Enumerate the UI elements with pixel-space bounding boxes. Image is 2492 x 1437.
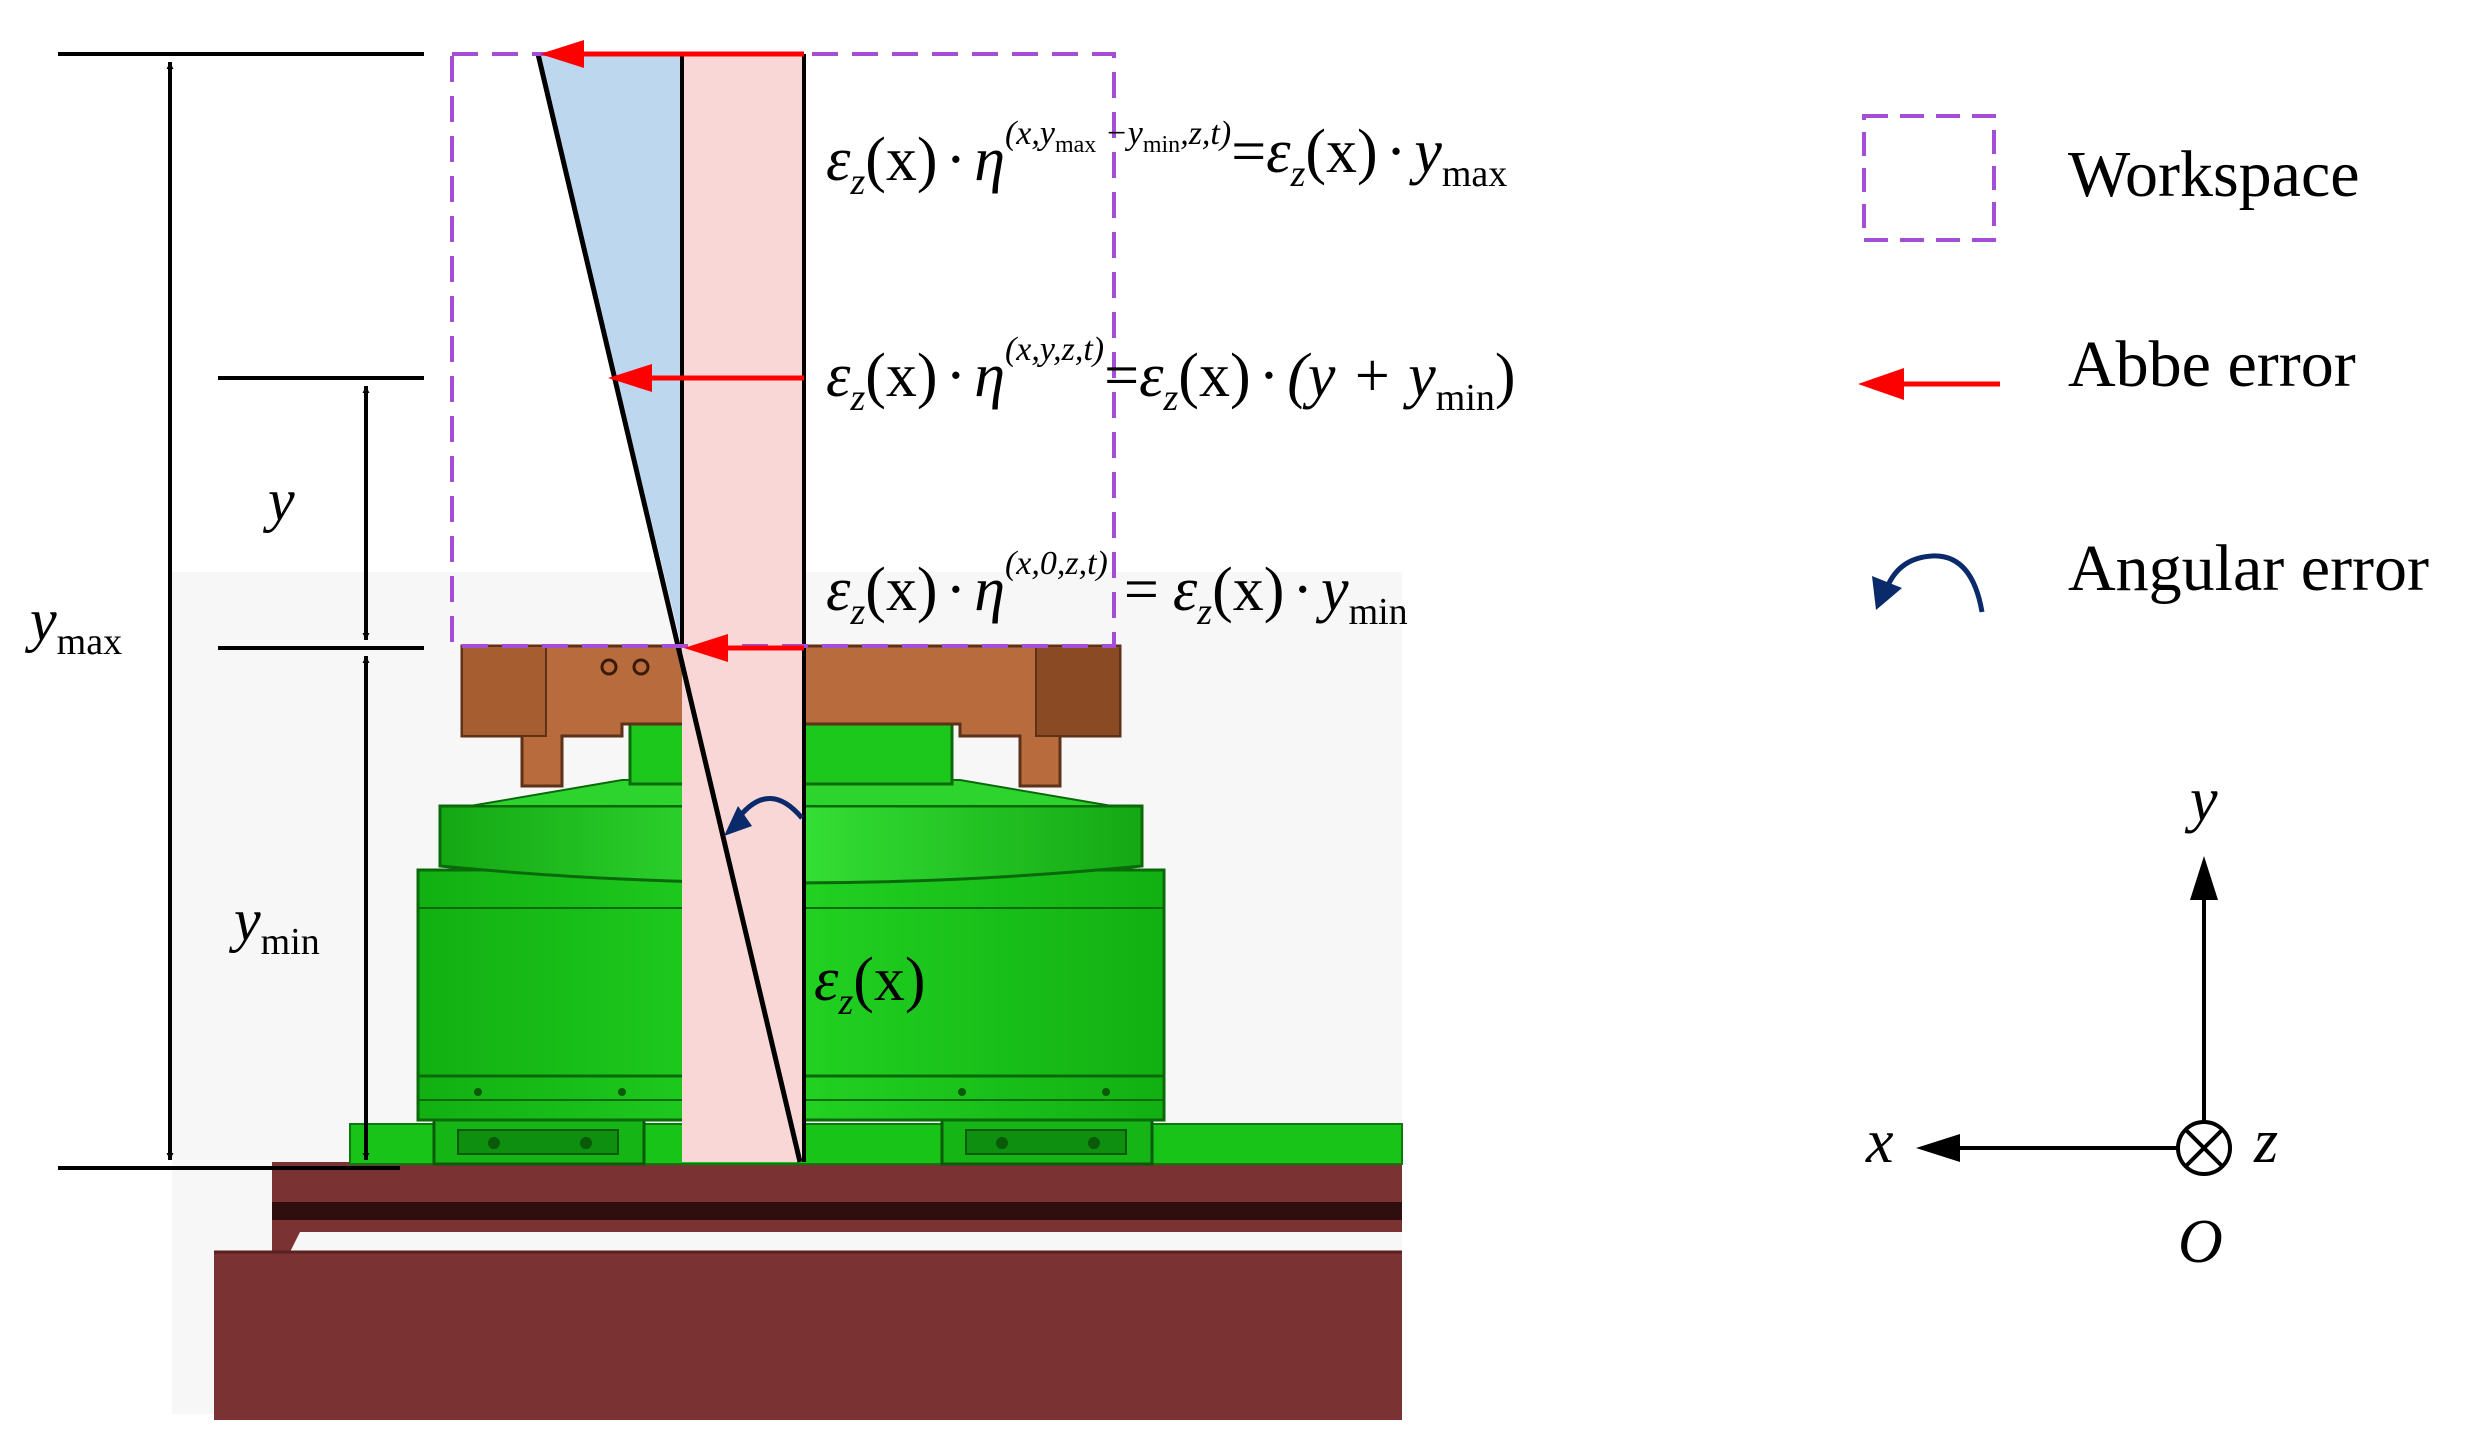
legend-angular-label: Angular error bbox=[2068, 532, 2429, 605]
y-dim-label: y bbox=[262, 467, 295, 533]
error-wedge bbox=[535, 53, 806, 1163]
legend-abbe-label: Abbe error bbox=[2068, 328, 2356, 401]
ymin-dim-label: ymin bbox=[228, 887, 320, 963]
equation-top: εz(x)·η(x,ymax −ymin,z,t)=εz(x)·ymax bbox=[826, 115, 1507, 203]
abbe-error-arrows bbox=[540, 40, 804, 662]
pink-reference-column bbox=[682, 54, 804, 1162]
coordinate-axes: y x z O bbox=[1865, 766, 2278, 1276]
legend-angular-swatch bbox=[1872, 553, 1985, 613]
equation-bottom: εz(x)·η(x,0,z,t)=εz(x)·ymin bbox=[826, 545, 1408, 633]
axis-z-label: z bbox=[2253, 1108, 2278, 1176]
machine-base bbox=[214, 1162, 1402, 1420]
axis-x-label: x bbox=[1865, 1108, 1894, 1176]
axis-origin-label: O bbox=[2178, 1208, 2223, 1276]
equation-middle: εz(x)·η(x,y,z,t)=εz(x)·(y + ymin) bbox=[826, 331, 1516, 419]
angle-label: εz(x) bbox=[814, 946, 926, 1023]
legend-workspace-swatch bbox=[1862, 114, 1996, 242]
legend: Workspace Abbe error Angular error bbox=[1858, 114, 2429, 613]
angular-error-arrow bbox=[724, 796, 804, 836]
dimension-lines bbox=[58, 52, 424, 1170]
legend-workspace-label: Workspace bbox=[2068, 138, 2360, 211]
tilted-axis-line bbox=[535, 53, 803, 1163]
axis-y-label: y bbox=[2184, 766, 2218, 834]
z-axis-into-page-icon bbox=[2176, 1120, 2232, 1176]
ymax-dim-label: ymax bbox=[24, 587, 122, 663]
